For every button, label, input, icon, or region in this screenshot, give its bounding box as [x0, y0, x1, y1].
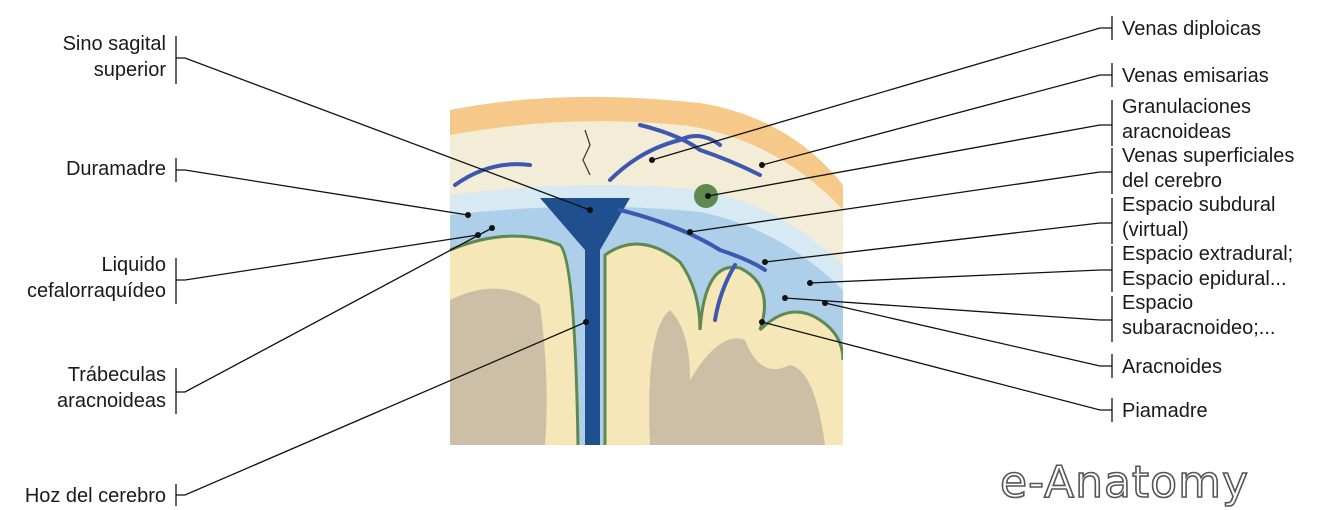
label-venas-superficiales-1: Venas superficiales: [1122, 145, 1294, 167]
label-aracnoides: Aracnoides: [1122, 356, 1222, 378]
label-espacio-subdural-2: (virtual): [1122, 219, 1189, 241]
label-piamadre: Piamadre: [1122, 400, 1208, 422]
label-trabeculas-2: aracnoideas: [57, 390, 166, 412]
right-labels: Venas diploicas Venas emisarias Granulac…: [1112, 16, 1294, 422]
label-liquido-2: cefalorraquídeo: [27, 280, 166, 302]
label-granulaciones-2: aracnoideas: [1122, 121, 1231, 143]
label-espacio-subdural-1: Espacio subdural: [1122, 194, 1275, 216]
label-trabeculas-1: Trábeculas: [68, 364, 166, 386]
label-espacio-subaracnoideo-1: Espacio: [1122, 292, 1193, 314]
label-sino-sagital-1: Sino sagital: [63, 33, 166, 55]
illustration: [450, 97, 843, 445]
label-hoz: Hoz del cerebro: [25, 485, 166, 507]
label-espacio-extradural-2: Espacio epidural...: [1122, 268, 1287, 290]
label-espacio-extradural-1: Espacio extradural;: [1122, 243, 1293, 265]
label-duramadre: Duramadre: [66, 158, 166, 180]
label-venas-superficiales-2: del cerebro: [1122, 170, 1222, 192]
label-liquido-1: Liquido: [101, 254, 166, 276]
label-sino-sagital-2: superior: [94, 59, 167, 81]
label-venas-emisarias: Venas emisarias: [1122, 65, 1269, 87]
left-labels: Sino sagital superior Duramadre Liquido …: [25, 33, 176, 507]
label-granulaciones-1: Granulaciones: [1122, 96, 1251, 118]
brand-logo: e-Anatomy: [1000, 457, 1249, 508]
label-venas-diploicas: Venas diploicas: [1122, 18, 1261, 40]
label-espacio-subaracnoideo-2: subaracnoideo;...: [1122, 317, 1275, 339]
